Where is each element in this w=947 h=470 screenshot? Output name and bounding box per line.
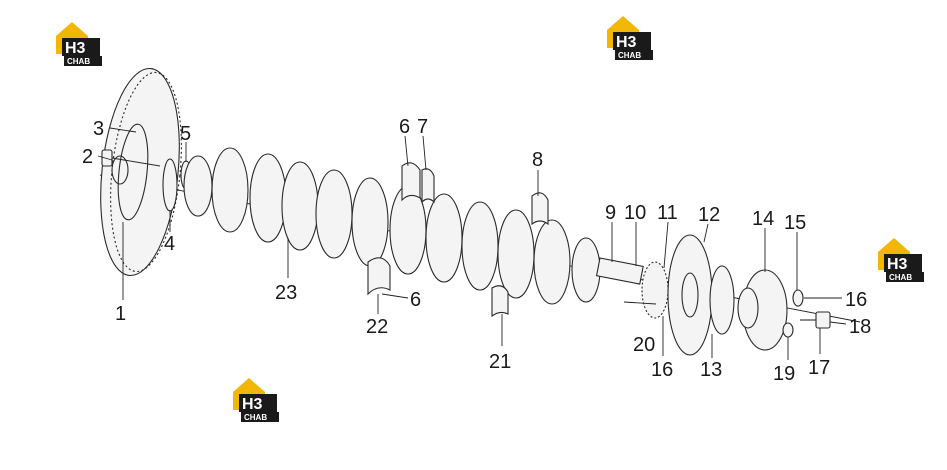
crankshaft	[183, 147, 601, 305]
front-seal	[709, 265, 735, 335]
bearing-21	[491, 285, 509, 318]
callout-5: 5	[180, 123, 191, 145]
flywheel-bolt	[101, 149, 161, 167]
front-pulley-hub	[681, 272, 699, 318]
callout-1: 1	[115, 303, 126, 325]
crank-gear	[641, 261, 669, 319]
brand-logo-bottom: H3 CHAB	[233, 378, 279, 422]
logo-mark-text: H3	[242, 396, 263, 413]
callout-3: 3	[93, 118, 104, 140]
front-pulley	[667, 234, 713, 356]
flywheel	[100, 67, 182, 277]
logo-mark-text: H3	[616, 34, 637, 51]
leader-2	[97, 155, 113, 161]
leader-12	[703, 223, 709, 243]
leader-7	[422, 135, 427, 171]
logo-sub-text: CHAB	[889, 273, 912, 282]
callout-23: 23	[275, 282, 297, 304]
leader-3	[109, 127, 137, 133]
callout-2: 2	[82, 146, 93, 168]
vibration-damper	[737, 269, 788, 351]
front-bolt	[800, 311, 831, 329]
callout-10: 10	[624, 202, 646, 224]
leader-6b	[381, 293, 409, 299]
brand-logo-top-center: H3 CHAB	[607, 16, 653, 60]
callout-7: 7	[417, 116, 428, 138]
callout-21: 21	[489, 351, 511, 373]
callout-20: 20	[633, 334, 655, 356]
main-bearing-8	[531, 192, 549, 226]
logo-mark-text: H3	[887, 256, 908, 273]
callout-15: 15	[784, 212, 806, 234]
leader-11	[663, 221, 669, 269]
callout-22: 22	[366, 316, 388, 338]
callout-16-right: 16	[845, 289, 867, 311]
brand-logo-top-left: H3 CHAB	[56, 22, 102, 66]
leader-20	[623, 301, 657, 305]
main-bearing-upper	[401, 162, 421, 202]
callout-6-top: 6	[399, 116, 410, 138]
callout-8: 8	[532, 149, 543, 171]
leader-6a	[404, 135, 409, 167]
washer-19	[782, 322, 794, 338]
callout-4: 4	[164, 233, 175, 255]
callout-17: 17	[808, 357, 830, 379]
logo-sub-text: CHAB	[67, 57, 90, 66]
leader-18	[829, 321, 847, 325]
thrust-washer	[421, 168, 435, 204]
washer-15	[792, 289, 804, 307]
logo-mark-text: H3	[65, 40, 86, 57]
callout-14: 14	[752, 208, 774, 230]
callout-16-lower: 16	[651, 359, 673, 381]
callout-12: 12	[698, 204, 720, 226]
rear-seal-ring	[162, 158, 178, 212]
callout-11: 11	[657, 202, 678, 224]
front-shaft	[595, 257, 644, 285]
callout-6-bottom: 6	[410, 289, 421, 311]
callout-13: 13	[700, 359, 722, 381]
logo-sub-text: CHAB	[244, 413, 267, 422]
main-bearing-lower	[367, 257, 391, 296]
logo-sub-text: CHAB	[618, 51, 641, 60]
callout-19: 19	[773, 363, 795, 385]
brand-logo-right: H3 CHAB	[878, 238, 924, 282]
callout-9: 9	[605, 202, 616, 224]
callout-18: 18	[849, 316, 871, 338]
